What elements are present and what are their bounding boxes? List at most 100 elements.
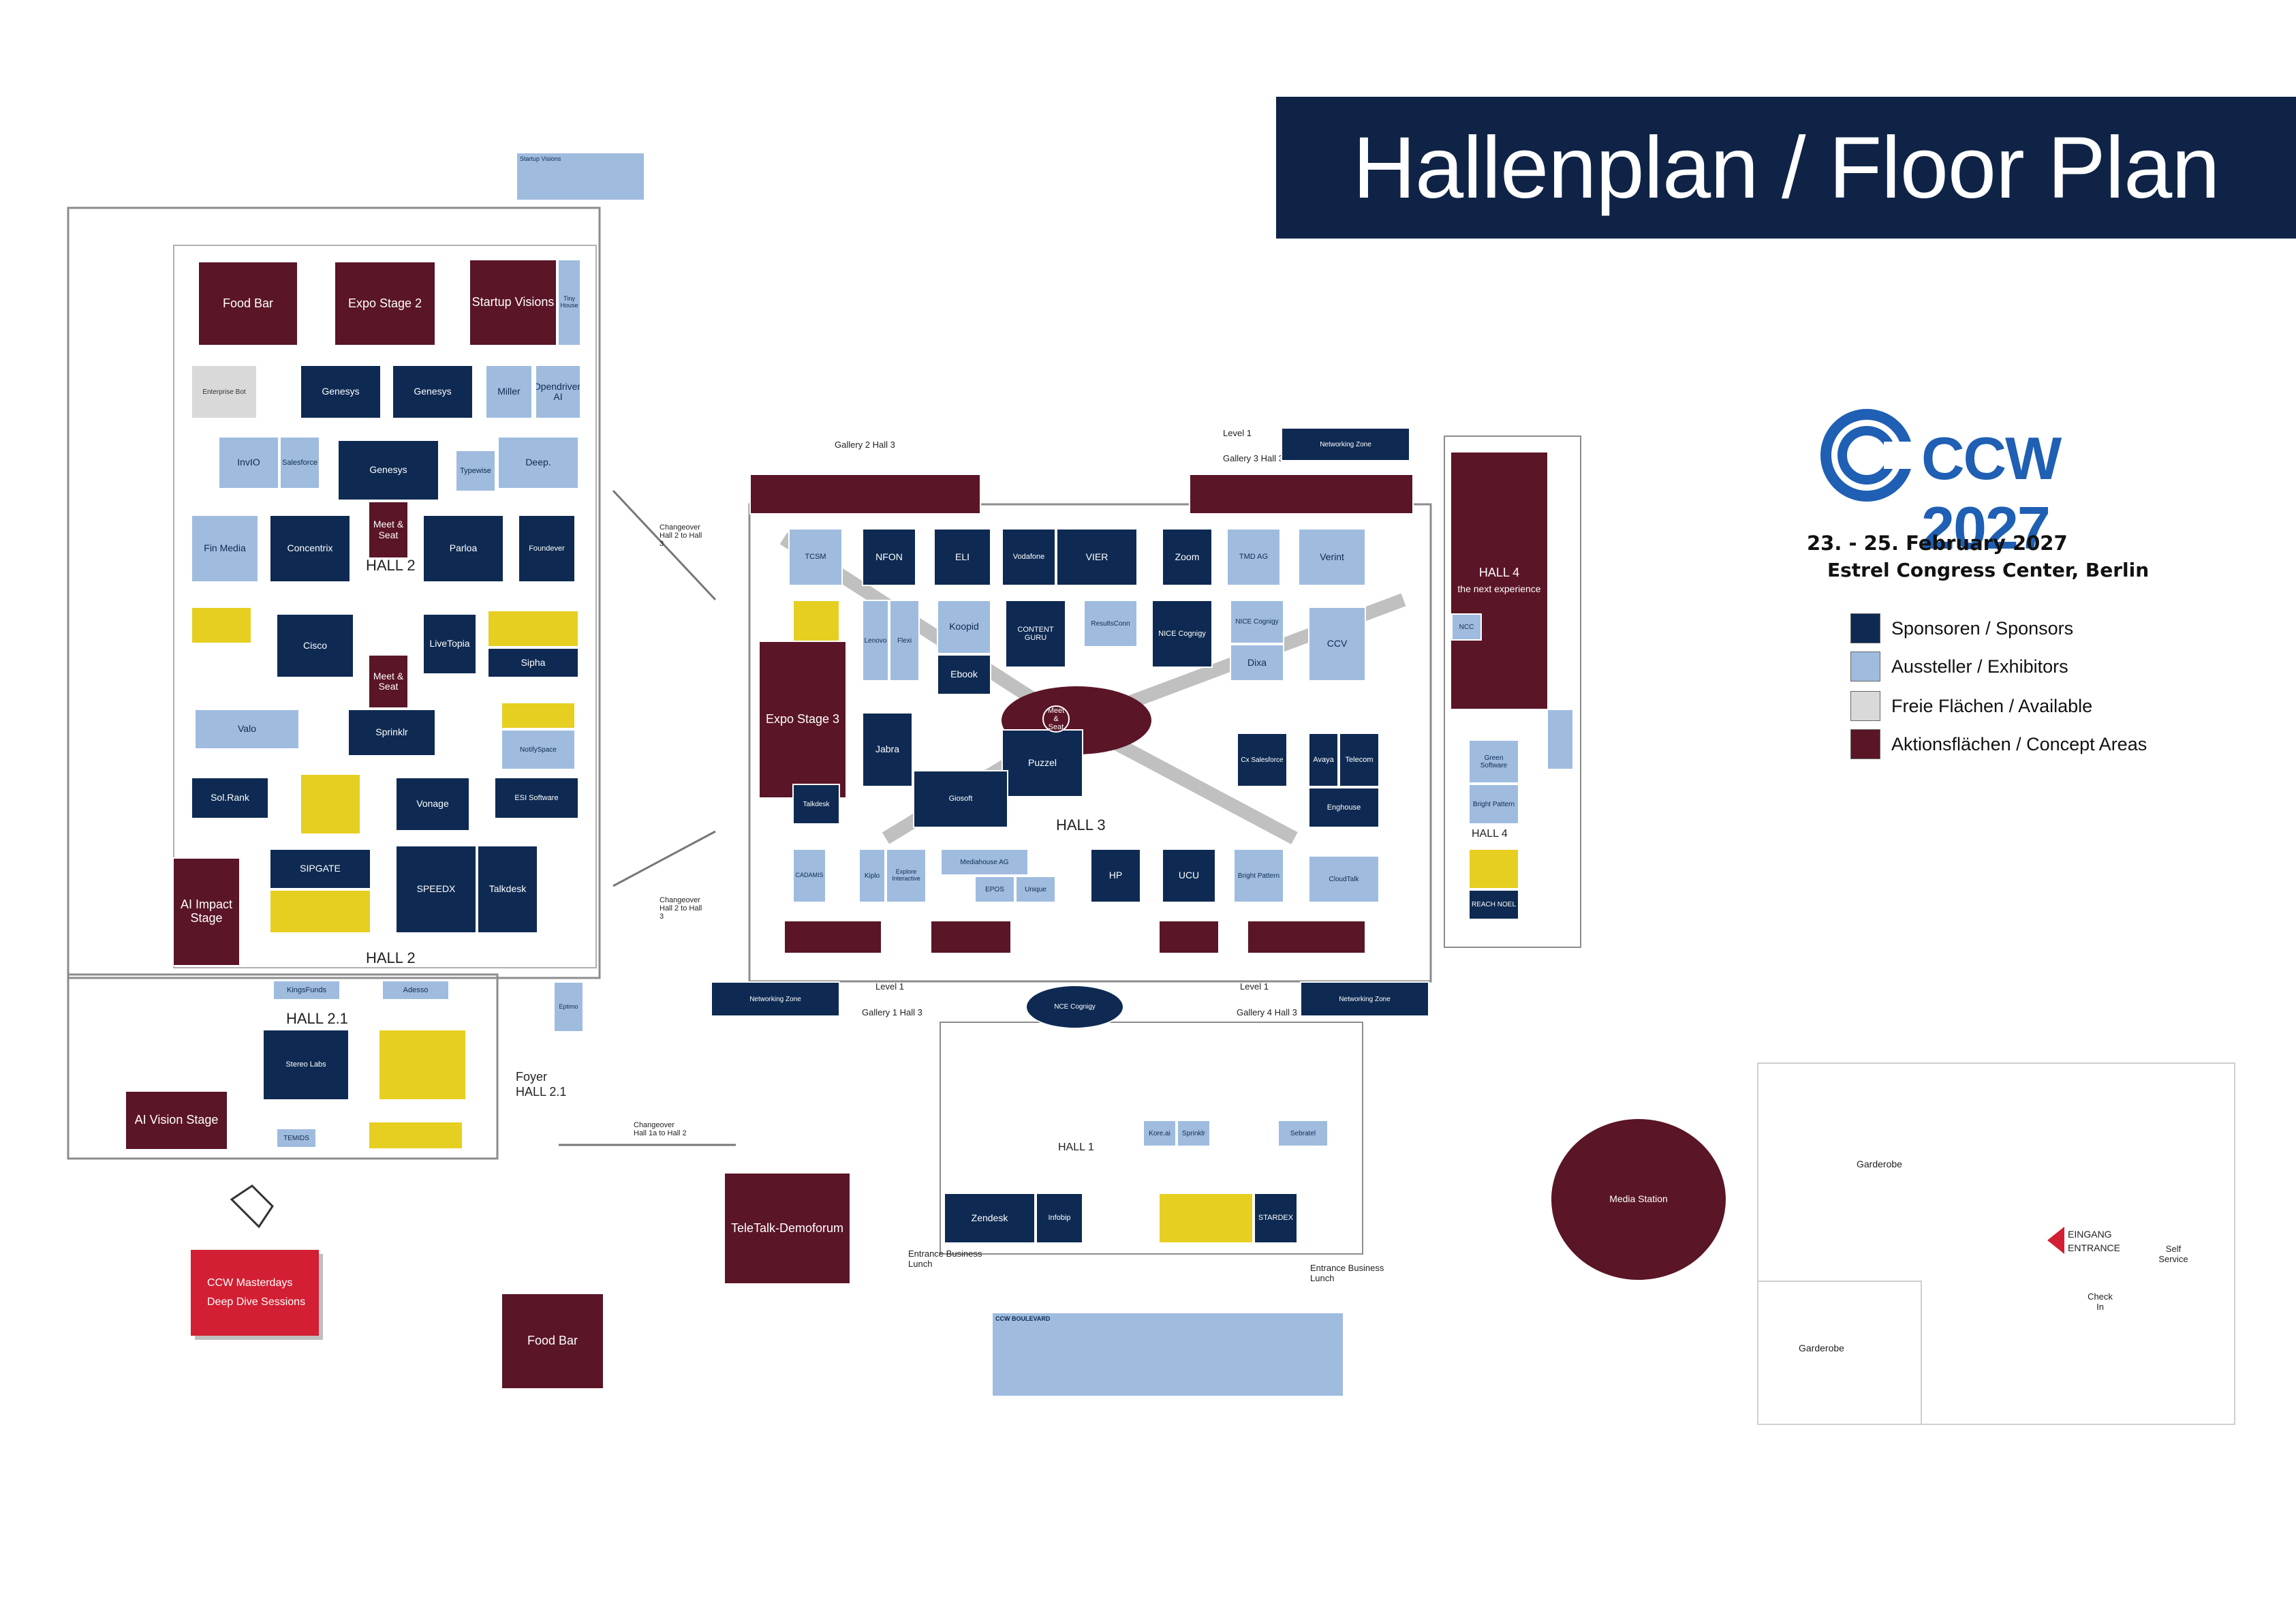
- booth-notifyspace[interactable]: NotifySpace: [501, 729, 576, 770]
- booth-vonage[interactable]: Vonage: [395, 777, 470, 831]
- booth-jabra[interactable]: Jabra: [862, 712, 913, 787]
- booth-ucu[interactable]: UCU: [1162, 848, 1216, 903]
- booth-stereo-labs[interactable]: Stereo Labs: [262, 1029, 350, 1101]
- booth-parloa[interactable]: Parloa: [422, 515, 504, 583]
- booth-genesys-3[interactable]: Genesys: [337, 440, 439, 501]
- booth-salesforce[interactable]: Salesforce: [279, 436, 320, 489]
- expo-stage-2[interactable]: Expo Stage 2: [334, 261, 436, 346]
- ai-vision-stage[interactable]: AI Vision Stage: [125, 1090, 228, 1150]
- booth-adesso[interactable]: Adesso: [382, 980, 450, 1000]
- booth-yellow-1[interactable]: [191, 607, 252, 644]
- booth-temids[interactable]: TEMIDS: [276, 1128, 317, 1148]
- booth-lenovo[interactable]: Lenovo: [862, 600, 889, 681]
- food-bar-bottom[interactable]: Food Bar: [501, 1293, 604, 1390]
- booth-ncc[interactable]: NCC: [1451, 613, 1482, 641]
- booth-opendriven[interactable]: Opendriven AI: [535, 365, 581, 419]
- booth-yellow-3[interactable]: [501, 702, 576, 729]
- booth-ccv[interactable]: CCV: [1308, 607, 1366, 681]
- booth-eli[interactable]: ELI: [933, 528, 991, 586]
- booth-vodafone[interactable]: Vodafone: [1002, 528, 1056, 586]
- booth-kore-ai[interactable]: Kore.ai: [1143, 1120, 1177, 1147]
- booth-esi-software[interactable]: ESI Software: [494, 777, 579, 819]
- booth-talkdesk[interactable]: Talkdesk: [477, 845, 538, 934]
- boulevard-booths-left[interactable]: [784, 920, 882, 954]
- booth-verint[interactable]: Verint: [1298, 528, 1366, 586]
- booth-koopid[interactable]: Koopid: [937, 600, 991, 654]
- tiny-house[interactable]: Tiny House: [557, 259, 581, 346]
- booth-typewise[interactable]: Typewise: [455, 450, 496, 492]
- booth-sipha[interactable]: Sipha: [487, 647, 579, 678]
- booth-sprinklr[interactable]: Sprinklr: [347, 709, 436, 756]
- booth-yellow-hall21[interactable]: [378, 1029, 467, 1101]
- booth-vier[interactable]: VIER: [1056, 528, 1138, 586]
- booth-resultsconn[interactable]: ResultsConn: [1083, 600, 1138, 647]
- meet-seat-1[interactable]: Meet & Seat: [368, 501, 409, 559]
- boulevard-booths-mid[interactable]: [930, 920, 1012, 954]
- booth-nfon[interactable]: NFON: [862, 528, 916, 586]
- booth-cisco[interactable]: Cisco: [276, 613, 354, 678]
- booth-enterprise-bot[interactable]: Enterprise Bot: [191, 365, 258, 419]
- booth-talkdesk-h3[interactable]: Talkdesk: [792, 784, 840, 825]
- booth-eptimo[interactable]: Eptimo: [553, 981, 584, 1032]
- booth-nice-cognigy-1[interactable]: NICE Cognigy: [1151, 600, 1213, 668]
- booth-concentrix[interactable]: Concentrix: [269, 515, 351, 583]
- booth-yellow-5[interactable]: [269, 889, 371, 934]
- booth-yellow-4[interactable]: [300, 773, 361, 835]
- hall4-side-booth[interactable]: [1547, 709, 1574, 770]
- booth-kiplo[interactable]: Kiplo: [858, 848, 886, 903]
- booth-speedx[interactable]: SPEEDX: [395, 845, 477, 934]
- booth-green-software[interactable]: Green Software: [1468, 739, 1519, 784]
- boulevard-booths-right[interactable]: [1158, 920, 1220, 954]
- booth-miller[interactable]: Miller: [485, 365, 533, 419]
- booth-flexi[interactable]: Flexi: [889, 600, 920, 681]
- booth-giosoft[interactable]: Giosoft: [913, 770, 1008, 828]
- ncc-cognigy-oval[interactable]: NCE Cognigy: [1025, 985, 1124, 1029]
- booth-dixa[interactable]: Dixa: [1230, 644, 1284, 681]
- booth-yellow-h4[interactable]: [1468, 848, 1519, 889]
- gallery-3-booths[interactable]: [1189, 474, 1414, 515]
- booth-infobip[interactable]: Infobip: [1036, 1193, 1083, 1244]
- booth-puzzel[interactable]: Puzzel: [1002, 729, 1083, 797]
- booth-avaya[interactable]: Avaya: [1308, 733, 1339, 787]
- booth-yellow-2[interactable]: [487, 610, 579, 647]
- hall-4-next-experience[interactable]: HALL 4 the next experience: [1450, 451, 1549, 710]
- booth-epos[interactable]: EPOS: [974, 876, 1015, 903]
- food-bar-top[interactable]: Food Bar: [198, 261, 298, 346]
- booth-sol-rank[interactable]: Sol.Rank: [191, 777, 269, 819]
- expo-stage-3[interactable]: Expo Stage 3: [758, 641, 847, 799]
- booth-genesys-1[interactable]: Genesys: [300, 365, 382, 419]
- boulevard-booths-far-right[interactable]: [1247, 920, 1366, 954]
- booth-telecom[interactable]: Telecom: [1339, 733, 1380, 787]
- booth-cadamis[interactable]: CADAMIS: [792, 848, 826, 903]
- booth-hp[interactable]: HP: [1090, 848, 1141, 903]
- booth-content-guru[interactable]: CONTENT GURU: [1005, 600, 1066, 668]
- booth-tcsm[interactable]: TCSM: [788, 528, 843, 586]
- ccw-masterdays-box[interactable]: CCW Masterdays Deep Dive Sessions: [191, 1250, 319, 1336]
- booth-invio[interactable]: InvIO: [218, 436, 279, 489]
- booth-sebratel[interactable]: Sebratel: [1277, 1120, 1329, 1147]
- booth-yellow-hall21-b[interactable]: [368, 1121, 463, 1150]
- networking-zone-g4[interactable]: Networking Zone: [1300, 981, 1429, 1017]
- booth-ebook[interactable]: Ebook: [937, 654, 991, 695]
- booth-livetopia[interactable]: LiveTopia: [422, 613, 477, 675]
- booth-deep[interactable]: Deep.: [497, 436, 579, 489]
- booth-reach-noel[interactable]: REACH NOEL: [1468, 889, 1519, 920]
- booth-tmd[interactable]: TMD AG: [1226, 528, 1281, 586]
- teletalk-demoforum[interactable]: TeleTalk-Demoforum: [724, 1172, 851, 1285]
- booth-genesys-2[interactable]: Genesys: [392, 365, 474, 419]
- networking-zone-top[interactable]: Networking Zone: [1281, 427, 1410, 461]
- booth-stardex[interactable]: STARDEX: [1254, 1193, 1298, 1244]
- booth-zoom[interactable]: Zoom: [1162, 528, 1213, 586]
- startup-visions-area[interactable]: Startup Visions: [469, 259, 557, 346]
- booth-kingsfunds[interactable]: KingsFunds: [273, 980, 341, 1000]
- networking-zone-g1[interactable]: Networking Zone: [711, 981, 840, 1017]
- booth-mediahouse[interactable]: Mediahouse AG: [940, 848, 1029, 876]
- booth-nice-cognigy-2[interactable]: NICE Cognigy: [1230, 600, 1284, 644]
- booth-yellow-h1[interactable]: [1158, 1193, 1254, 1244]
- media-station[interactable]: Media Station: [1550, 1118, 1727, 1281]
- booth-unique[interactable]: Unique: [1015, 876, 1056, 903]
- meet-seat-2[interactable]: Meet & Seat: [368, 654, 409, 709]
- gallery-2-booths[interactable]: [749, 474, 981, 515]
- booth-sprinklr-h1[interactable]: Sprinklr: [1177, 1120, 1211, 1147]
- ai-impact-stage[interactable]: AI Impact Stage: [172, 857, 241, 966]
